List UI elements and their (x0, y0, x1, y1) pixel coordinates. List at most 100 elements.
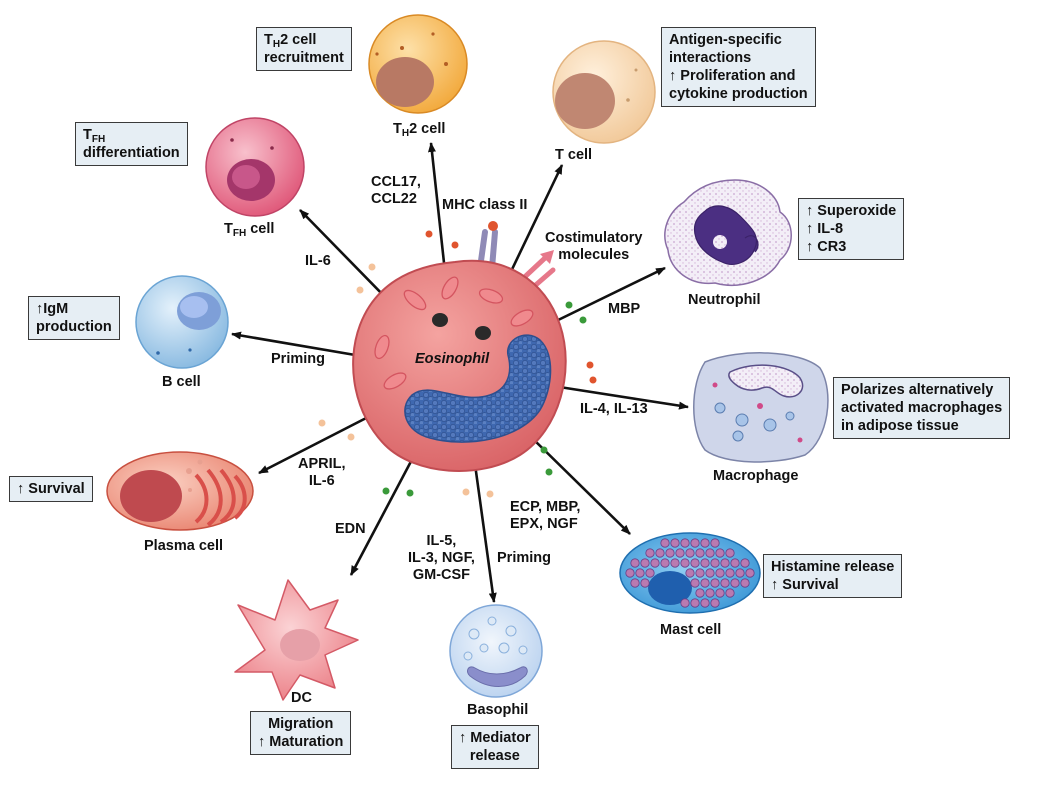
mast-granule (670, 538, 680, 548)
arrow-plasma (258, 412, 375, 475)
arrows (231, 142, 689, 603)
mast-granule (725, 568, 735, 578)
macrophage-label: Macrophage (713, 468, 799, 484)
eosinophil-cell (352, 259, 567, 472)
mast-granule (730, 578, 740, 588)
neutrophil-cell (664, 179, 792, 286)
mast-granule (705, 568, 715, 578)
dc-label: DC (291, 690, 312, 706)
mast-granule (670, 558, 680, 568)
mbp-label: MBP (608, 301, 641, 317)
dendritic-cell (234, 579, 359, 701)
plasma-cell-label: Plasma cell (144, 538, 223, 554)
mast-granule (690, 598, 700, 608)
priming-b-label: Priming (271, 351, 325, 367)
mast-granule (695, 568, 705, 578)
basophil-label: Basophil (467, 702, 529, 718)
mast-granule (725, 588, 735, 598)
eosinophil-label: Eosinophil (415, 351, 490, 367)
mhc-class-ii-label: MHC class II (442, 197, 528, 213)
mast-granule (680, 558, 690, 568)
mast-granule (650, 558, 660, 568)
mast-granule (685, 548, 695, 558)
mast-granule (700, 538, 710, 548)
arrow-dc (349, 449, 419, 576)
arrow-th2 (427, 142, 447, 273)
mast-granule (710, 538, 720, 548)
mast-granule (730, 558, 740, 568)
mast-granule (700, 578, 710, 588)
plasma-cell (106, 451, 254, 531)
il4-il13-label: IL-4, IL-13 (580, 401, 648, 417)
neutrophil-label: Neutrophil (688, 292, 761, 308)
mast-granule (685, 568, 695, 578)
mast-granule (725, 548, 735, 558)
mast-granule (695, 548, 705, 558)
mast-granule (660, 538, 670, 548)
mast-granule (665, 548, 675, 558)
il6-label: IL-6 (305, 253, 331, 269)
mast-granule (710, 598, 720, 608)
mast-granule (645, 568, 655, 578)
mast-granule (680, 598, 690, 608)
th2-cell-label: TH2 cell (393, 121, 446, 139)
mast-granule (735, 568, 745, 578)
arrow-neutrophil (551, 266, 666, 325)
mast-granule (710, 578, 720, 588)
mast-granule (655, 548, 665, 558)
mast-granule (705, 588, 715, 598)
il5-label: IL-5,IL-3, NGF,GM-CSF (408, 533, 475, 583)
mast-outcome-box: Histamine release ↑ Survival (763, 554, 903, 598)
ecp-label: ECP, MBP,EPX, NGF (510, 499, 581, 532)
mast-granule (715, 568, 725, 578)
tfh-cell-label: TFH cell (224, 221, 275, 239)
mast-granule (640, 558, 650, 568)
mast-granule (635, 568, 645, 578)
mast-granule (695, 588, 705, 598)
arrow-macrophage (552, 384, 689, 410)
tfh-differentiation-box: TFH differentiation (75, 122, 188, 166)
th2-cell (368, 14, 468, 114)
mast-cell (619, 532, 761, 614)
mast-granule (715, 548, 725, 558)
mast-granule (690, 538, 700, 548)
priming-basophil-label: Priming (497, 550, 551, 566)
mast-granule (625, 568, 635, 578)
neutrophil-outcome-box: ↑ Superoxide ↑ IL-8 ↑ CR3 (798, 198, 905, 260)
mast-granule (690, 558, 700, 568)
macrophage-cell (693, 352, 829, 463)
mast-granule (710, 558, 720, 568)
basophil-cell (449, 604, 543, 698)
mast-granule (715, 588, 725, 598)
edn-label: EDN (335, 521, 366, 537)
macrophage-outcome-box: Polarizes alternatively activated macrop… (833, 377, 1011, 439)
basophil-outcome-box: ↑ Mediator release (451, 725, 539, 769)
mast-granule (630, 558, 640, 568)
mast-cell-label: Mast cell (660, 622, 722, 638)
t-cell-outcome-box: Antigen-specific interactions ↑ Prolifer… (661, 27, 816, 107)
tfh-cell (205, 117, 305, 217)
mast-granule (690, 578, 700, 588)
mast-granule (740, 578, 750, 588)
arrow-basophil (472, 456, 497, 603)
mast-granule (720, 578, 730, 588)
mast-granule (640, 578, 650, 588)
b-cell-label: B cell (162, 374, 201, 390)
mast-granule (745, 568, 755, 578)
ccl-label: CCL17,CCL22 (371, 174, 421, 207)
mast-granule (630, 578, 640, 588)
t-cell-label: T cell (555, 147, 593, 163)
arrow-tfh (299, 209, 388, 300)
th2-recruitment-box: TH2 cell recruitment (256, 27, 352, 71)
mast-granule (740, 558, 750, 568)
mast-granule (675, 548, 685, 558)
igm-production-box: ↑IgM production (28, 296, 120, 340)
dc-outcome-box: Migration ↑ Maturation (250, 711, 352, 755)
mast-granule (700, 558, 710, 568)
mast-granule (705, 548, 715, 558)
mast-granule (660, 558, 670, 568)
secreted-granules (318, 230, 597, 498)
arrow-b-cell (231, 331, 362, 358)
plasma-survival-box: ↑ Survival (9, 476, 93, 502)
